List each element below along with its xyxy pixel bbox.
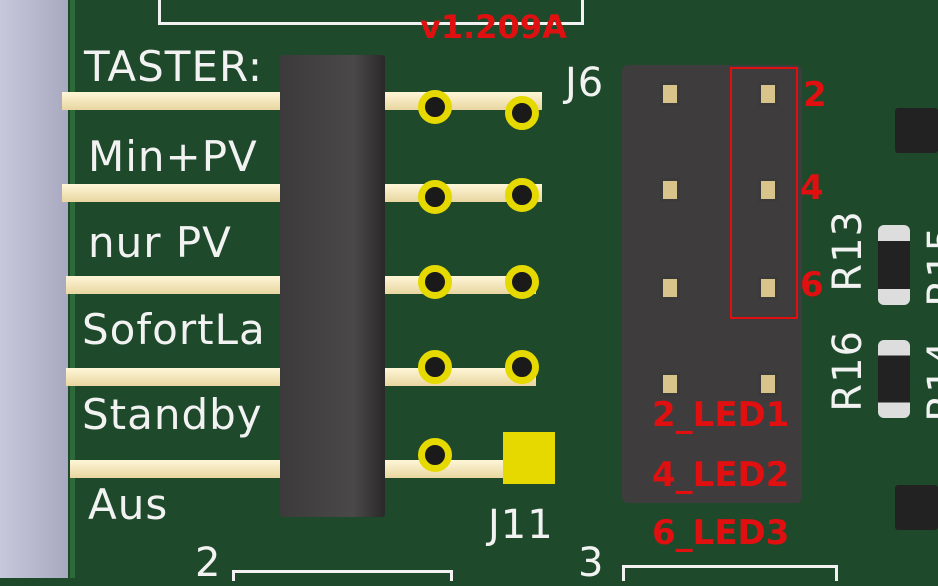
- resistor: [878, 225, 910, 305]
- label-min-pv: Min+PV: [88, 132, 258, 181]
- pin: [758, 178, 778, 202]
- pin-label-6: 6: [800, 265, 824, 305]
- transistor: [895, 485, 938, 530]
- r15-label: R15: [920, 225, 938, 307]
- silk-outline: [622, 565, 838, 581]
- pin: [660, 178, 680, 202]
- pin-label-4: 4: [800, 168, 824, 208]
- pin: [758, 276, 778, 300]
- square-pad: [503, 432, 555, 484]
- led-label-2: 4_LED2: [652, 455, 790, 495]
- pin: [758, 82, 778, 106]
- highlight-box: [730, 67, 798, 319]
- pin: [660, 82, 680, 106]
- through-hole-pad: [418, 350, 452, 384]
- r16-label: R16: [825, 330, 871, 412]
- background-edge: [0, 0, 68, 578]
- silk-outline: [232, 570, 453, 581]
- pin: [758, 372, 778, 396]
- resistor: [878, 340, 910, 418]
- label-standby: Standby: [82, 390, 263, 439]
- label-sofortla: SofortLa: [82, 305, 266, 354]
- through-hole-pad: [505, 265, 539, 299]
- j6-designator: J6: [565, 60, 605, 106]
- pin: [660, 276, 680, 300]
- label-taster: TASTER:: [84, 42, 264, 91]
- j11-designator: J11: [488, 502, 554, 548]
- silk-3: 3: [578, 540, 605, 586]
- through-hole-pad: [505, 178, 539, 212]
- pin-label-2: 2: [803, 75, 827, 115]
- led-label-1: 2_LED1: [652, 395, 790, 435]
- transistor: [895, 108, 938, 153]
- label-nur-pv: nur PV: [88, 218, 232, 267]
- pin-header-body: [280, 55, 385, 517]
- through-hole-pad: [418, 265, 452, 299]
- label-aus: Aus: [88, 480, 169, 529]
- r14-label: R14: [920, 340, 938, 422]
- silk-outline: [158, 0, 584, 25]
- pin: [660, 372, 680, 396]
- through-hole-pad: [418, 90, 452, 124]
- through-hole-pad: [418, 180, 452, 214]
- through-hole-pad: [505, 350, 539, 384]
- through-hole-pad: [418, 438, 452, 472]
- led-label-3: 6_LED3: [652, 513, 790, 553]
- r13-label: R13: [825, 210, 871, 292]
- through-hole-pad: [505, 96, 539, 130]
- silk-2: 2: [195, 540, 222, 586]
- version-label: v1.209A: [420, 8, 567, 46]
